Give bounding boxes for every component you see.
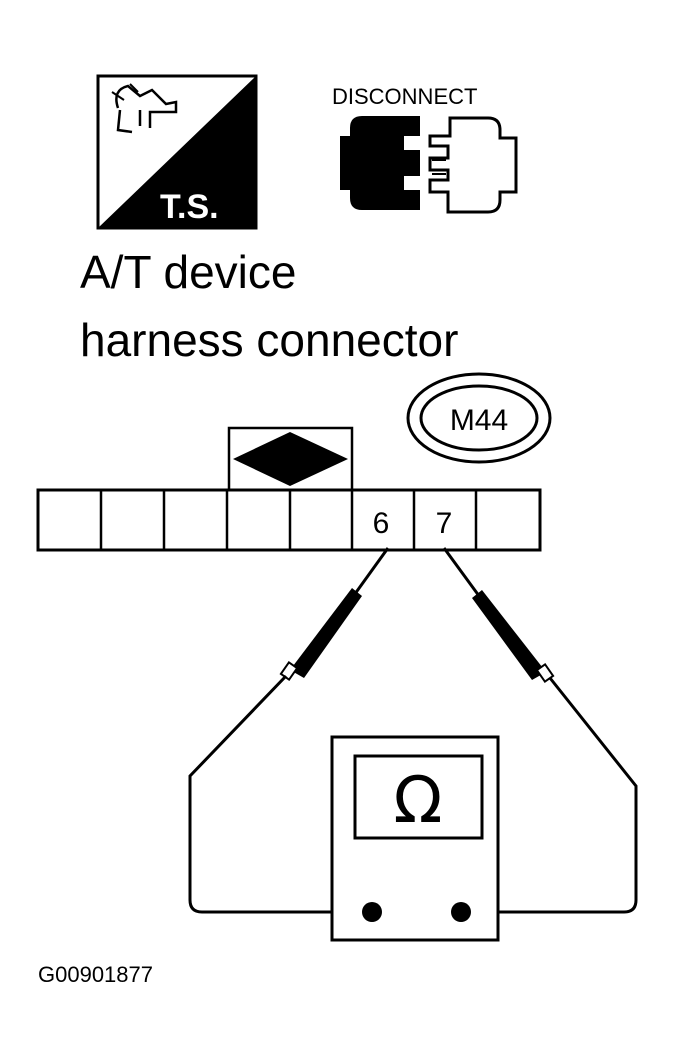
troubleshooting-icon: T.S.: [96, 74, 258, 230]
connector-id: M44: [450, 404, 508, 437]
connector-id-badge: M44: [406, 372, 552, 464]
ohm-symbol: Ω: [394, 764, 443, 838]
right-test-probe: [442, 547, 638, 914]
disconnect-label: DISCONNECT: [332, 84, 477, 109]
pin-6-label: 6: [373, 507, 390, 540]
title-line-2: harness connector: [80, 314, 458, 366]
pin-7-label: 7: [436, 507, 453, 540]
ts-label: T.S.: [160, 188, 219, 226]
figure-id: G00901877: [38, 962, 153, 987]
connector-latch: [227, 426, 354, 492]
ohmmeter-icon: Ω: [330, 735, 500, 942]
left-test-probe: [188, 547, 390, 914]
title-line-1: A/T device: [80, 246, 296, 298]
meter-terminal-right: [451, 902, 471, 922]
meter-terminal-left: [362, 902, 382, 922]
connector-pin-row: 6 7: [36, 488, 542, 552]
disconnect-connector-icon: DISCONNECT: [332, 84, 518, 214]
